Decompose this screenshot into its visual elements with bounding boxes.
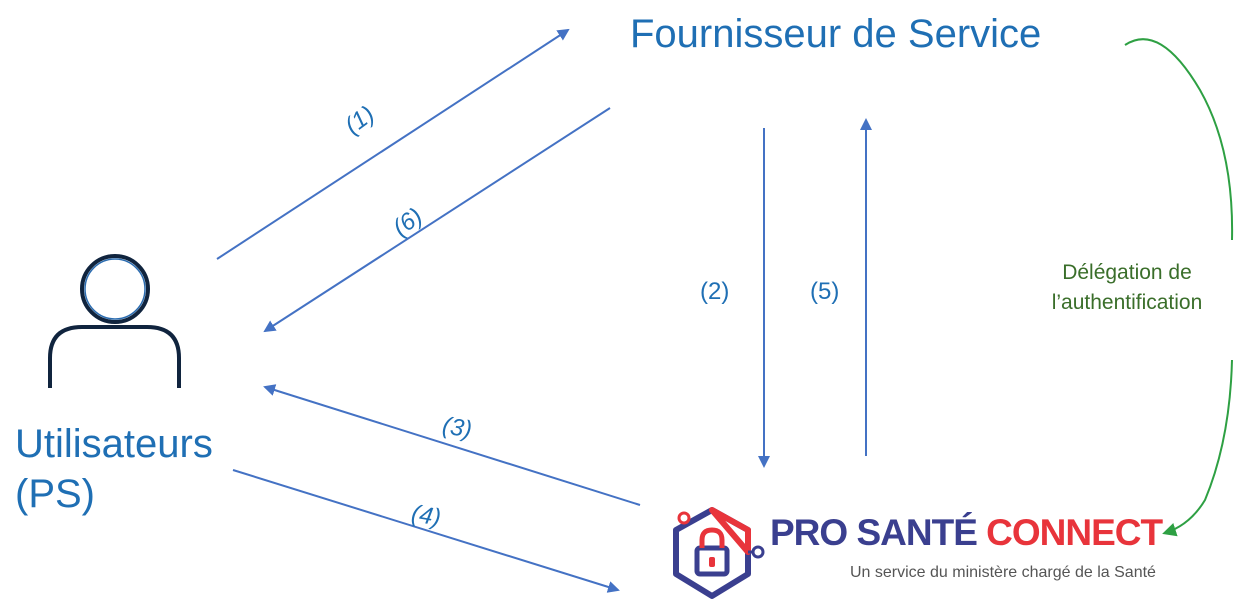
- users-label: Utilisateurs (PS): [15, 419, 213, 519]
- arrow-step-3: [263, 384, 641, 506]
- delegation-curve: [1124, 38, 1234, 533]
- step-3-label: (3): [440, 412, 474, 444]
- logo-word-connect: CONNECT: [986, 512, 1163, 553]
- user-icon: [48, 254, 181, 388]
- logo-wordmark: PRO SANTÉ CONNECT: [770, 512, 1163, 554]
- step-2-label: (2): [700, 278, 730, 305]
- delegation-line-2: l’authentification: [1051, 291, 1203, 314]
- service-provider-title: Fournisseur de Service: [630, 12, 1042, 56]
- pro-sante-connect-logo: PRO SANTÉ CONNECT Un service du ministèr…: [662, 504, 1222, 604]
- users-label-line-1: Utilisateurs: [15, 422, 213, 466]
- arrow-step-4: [232, 469, 620, 593]
- step-4-label: (4): [409, 500, 443, 532]
- logo-subtitle: Un service du ministère chargé de la San…: [850, 564, 1156, 581]
- padlock-hexagon-icon: [673, 507, 765, 599]
- user-icon-outline: [84, 258, 146, 320]
- logo-word-sante: SANTÉ: [856, 512, 977, 553]
- arrow-step-1: [216, 28, 570, 260]
- delegation-line-1: Délégation de: [1062, 261, 1192, 284]
- step-5-label: (5): [810, 278, 840, 305]
- logo-word-pro: PRO: [770, 512, 848, 553]
- users-label-line-2: (PS): [15, 472, 95, 516]
- delegation-label: Délégation de l’authentification: [1020, 258, 1234, 318]
- arrow-step-6: [263, 107, 611, 333]
